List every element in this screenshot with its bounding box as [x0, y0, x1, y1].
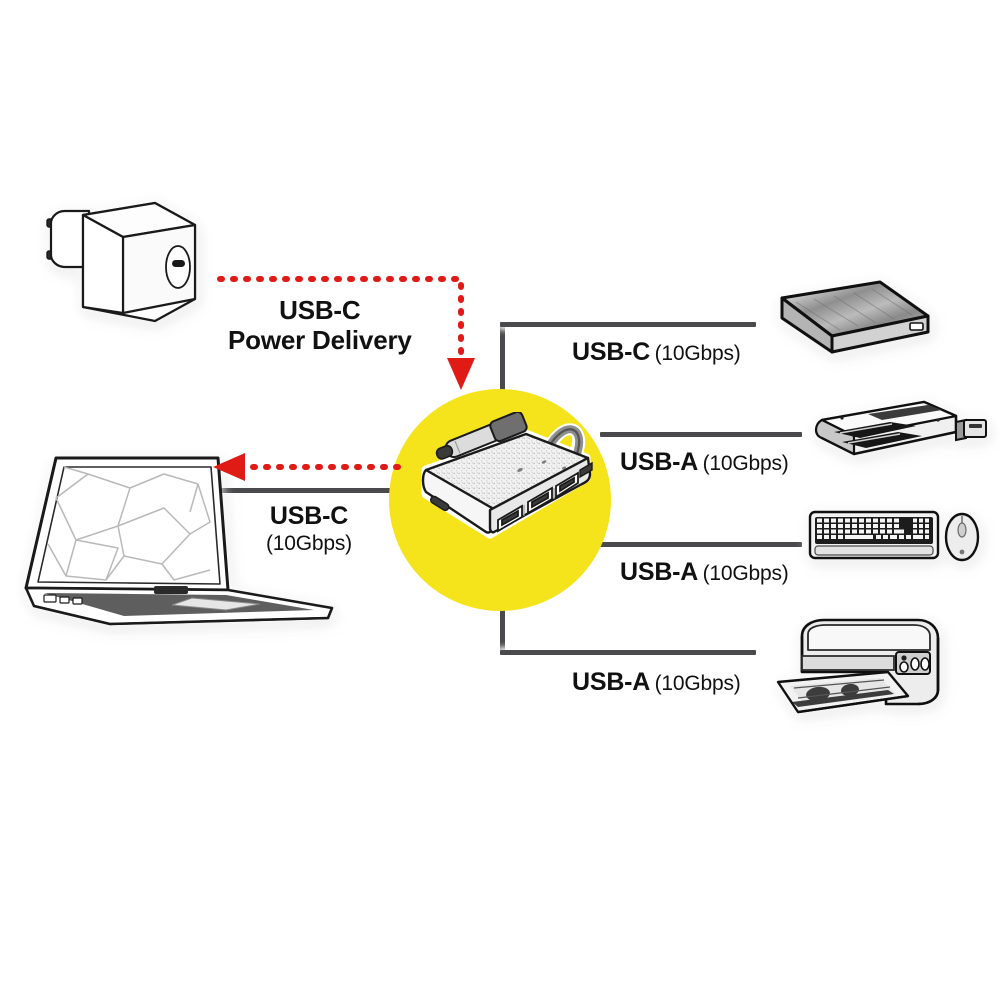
host-label-speed: (10Gbps) [266, 531, 352, 555]
port-line-4 [500, 650, 756, 655]
port-label-3: USB-A (10Gbps) [620, 558, 789, 587]
card-reader-device [806, 392, 991, 470]
port-label-3-speed: (10Gbps) [702, 562, 789, 585]
power-delivery-label: USB-C Power Delivery [228, 295, 412, 355]
keyboard-and-mouse-device [806, 506, 986, 578]
port-label-1: USB-C (10Gbps) [572, 338, 741, 367]
port-label-1-speed: (10Gbps) [654, 342, 741, 365]
port-label-2-type: USB-A [620, 448, 699, 476]
port-line-3 [600, 542, 802, 547]
host-label: USB-C (10Gbps) [266, 502, 352, 556]
port-label-3-type: USB-A [620, 558, 699, 586]
power-delivery-label-line1: USB-C [279, 295, 361, 325]
port-label-2: USB-A (10Gbps) [620, 448, 789, 477]
usb-c-hub-device [398, 412, 603, 552]
port-label-4-speed: (10Gbps) [654, 672, 741, 695]
port-label-4-type: USB-A [572, 668, 651, 696]
port-label-4: USB-A (10Gbps) [572, 668, 741, 697]
external-hard-drive-device [762, 276, 937, 361]
port-line-2 [600, 432, 802, 437]
port-line-1 [500, 322, 756, 327]
laptop-device [14, 448, 344, 628]
power-delivery-label-line2: Power Delivery [228, 325, 412, 356]
host-line [196, 488, 464, 493]
printer-device [768, 612, 963, 727]
host-label-type: USB-C [269, 502, 349, 530]
port-label-1-type: USB-C [572, 338, 651, 366]
port-label-2-speed: (10Gbps) [702, 452, 789, 475]
power-adapter-device [35, 195, 215, 330]
